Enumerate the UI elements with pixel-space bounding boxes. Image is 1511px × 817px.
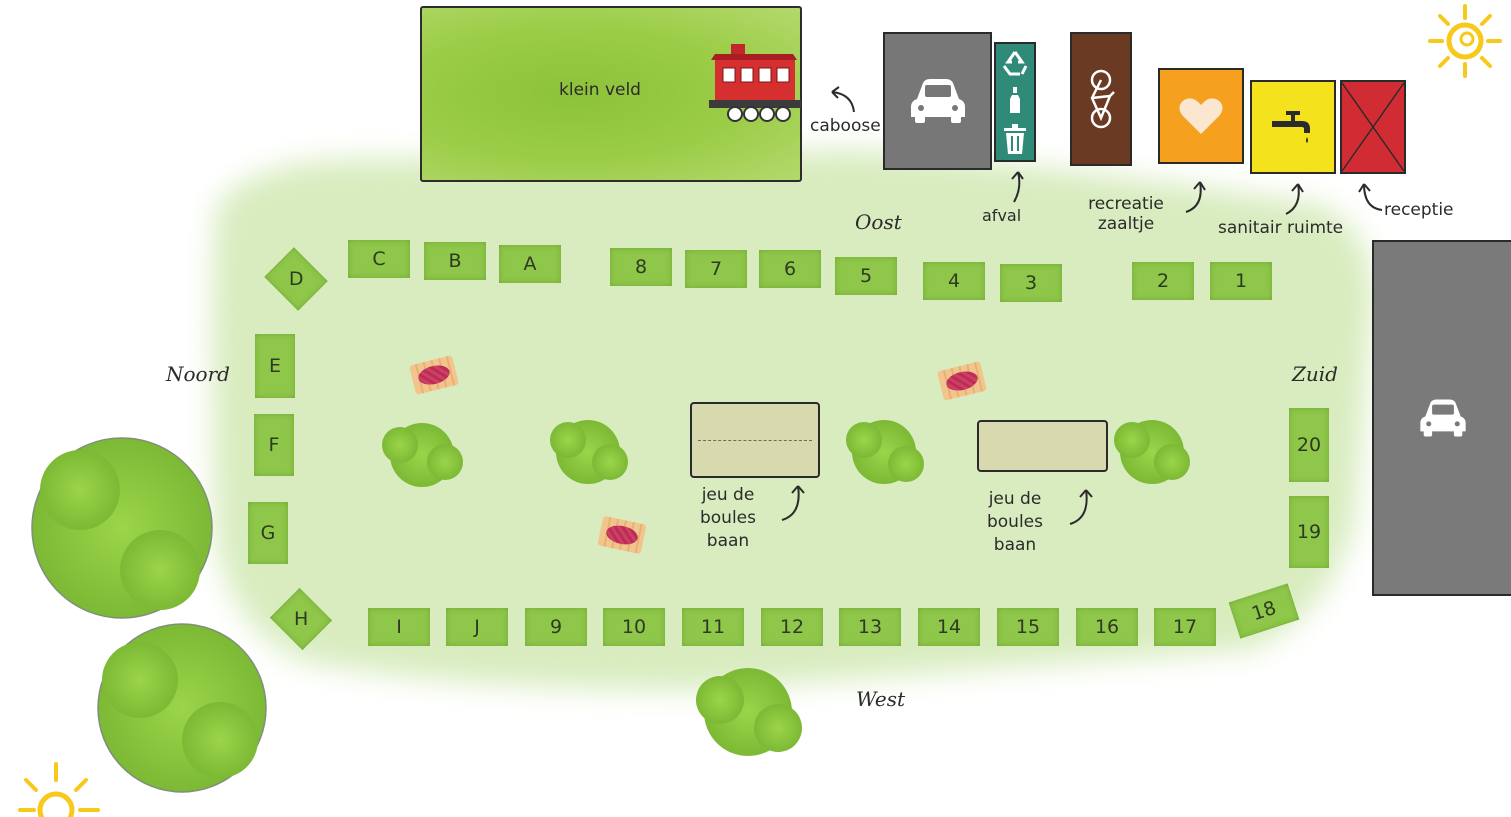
heart-icon <box>1179 98 1223 134</box>
caboose-icon <box>709 44 801 122</box>
tree-icon <box>97 623 267 793</box>
plot-20[interactable]: 20 <box>1289 408 1329 482</box>
tree-icon <box>550 420 628 484</box>
plot-2[interactable]: 2 <box>1132 262 1194 300</box>
boules-label-2-line3: baan <box>993 535 1037 555</box>
plot-11[interactable]: 11 <box>682 608 744 646</box>
plot-7[interactable]: 7 <box>685 250 747 288</box>
caboose-arrow-icon <box>831 86 855 113</box>
caboose-label: caboose <box>810 116 881 136</box>
afval-arrow-icon <box>1011 171 1024 203</box>
field-label: klein veld <box>559 80 641 100</box>
boules-court-1 <box>690 402 820 478</box>
plot-A[interactable]: A <box>499 245 561 283</box>
sanitair-arrow-icon <box>1285 183 1304 215</box>
boules-court-2 <box>977 420 1108 472</box>
bike-storage <box>1070 32 1132 166</box>
plot-3[interactable]: 3 <box>1000 264 1062 302</box>
boules-label-1-line1: jeu de <box>701 485 755 505</box>
reception-building <box>1340 80 1406 174</box>
tree-icon <box>31 437 213 619</box>
plot-14[interactable]: 14 <box>918 608 980 646</box>
sun-icon <box>1428 4 1502 78</box>
plot-I[interactable]: I <box>368 608 430 646</box>
plot-8[interactable]: 8 <box>610 248 672 286</box>
recycle-icon <box>1002 50 1028 76</box>
boules-label-2: jeu de boules baan <box>968 488 1062 557</box>
sanitary-building <box>1250 80 1336 174</box>
direction-south: Zuid <box>1292 362 1338 386</box>
plot-4[interactable]: 4 <box>923 262 985 300</box>
boules-label-1-line3: baan <box>706 531 750 551</box>
bicycle-icon <box>1090 69 1115 129</box>
faucet-icon <box>1272 111 1310 143</box>
recreatie-label: recreatie zaaltje <box>1074 194 1178 234</box>
plot-5[interactable]: 5 <box>835 257 897 295</box>
recreatie-label-line1: recreatie <box>1088 194 1164 214</box>
plot-1[interactable]: 1 <box>1210 262 1272 300</box>
receptie-arrow-icon <box>1358 183 1383 211</box>
sanitair-label: sanitair ruimte <box>1218 218 1344 238</box>
direction-east: Oost <box>855 210 902 234</box>
tree-icon <box>696 668 802 756</box>
recreatie-arrow-icon <box>1185 181 1206 213</box>
parking-right <box>1372 240 1511 596</box>
boules-label-1-line2: boules <box>699 508 756 528</box>
sun-icon <box>18 762 100 817</box>
plot-12[interactable]: 12 <box>761 608 823 646</box>
trash-can-icon <box>1004 124 1026 155</box>
boules-arrow-2-icon <box>1069 489 1093 525</box>
recreation-room <box>1158 68 1244 164</box>
receptie-label: receptie <box>1384 200 1454 220</box>
car-icon <box>910 79 965 123</box>
boules-label-2-line2: boules <box>986 512 1043 532</box>
plot-10[interactable]: 10 <box>603 608 665 646</box>
plot-6[interactable]: 6 <box>759 250 821 288</box>
plot-15[interactable]: 15 <box>997 608 1059 646</box>
court-centerline <box>698 440 812 441</box>
plot-J[interactable]: J <box>446 608 508 646</box>
plot-G[interactable]: G <box>248 502 288 564</box>
bottle-icon <box>1010 86 1020 113</box>
boules-label-1: jeu de boules baan <box>680 484 776 553</box>
plot-E[interactable]: E <box>255 334 295 398</box>
direction-north: Noord <box>166 362 230 386</box>
car-icon <box>1419 399 1466 437</box>
plot-19[interactable]: 19 <box>1289 496 1329 568</box>
boules-label-2-line1: jeu de <box>988 489 1042 509</box>
plot-16[interactable]: 16 <box>1076 608 1138 646</box>
boules-arrow-1-icon <box>781 485 805 521</box>
plot-B[interactable]: B <box>424 242 486 280</box>
plot-9[interactable]: 9 <box>525 608 587 646</box>
waste-station <box>994 42 1036 162</box>
afval-label: afval <box>982 206 1022 225</box>
tree-icon <box>1114 420 1190 484</box>
recreatie-label-line2: zaaltje <box>1097 214 1155 234</box>
tree-icon <box>382 423 463 487</box>
plot-F[interactable]: F <box>254 414 294 476</box>
direction-west: West <box>856 687 906 711</box>
plot-C[interactable]: C <box>348 240 410 278</box>
plot-17[interactable]: 17 <box>1154 608 1216 646</box>
plot-13[interactable]: 13 <box>839 608 901 646</box>
cross-icon <box>1342 82 1404 172</box>
tree-icon <box>846 420 924 484</box>
parking-top <box>883 32 992 170</box>
